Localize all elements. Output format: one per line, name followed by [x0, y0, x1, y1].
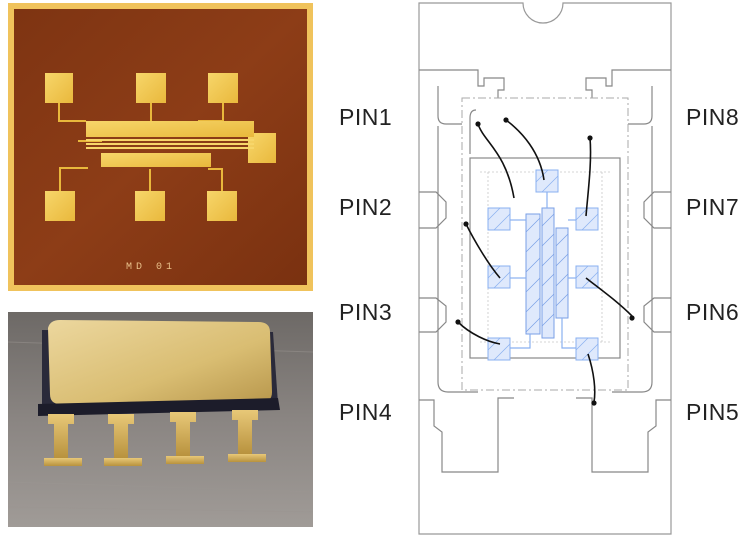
bond-pads: [487, 169, 599, 361]
bond-wires: [457, 119, 633, 403]
cavity-outline: [461, 97, 629, 391]
pin7-label: PIN7: [686, 194, 740, 220]
pad-hatching: [487, 169, 599, 361]
bond-wire-ends: [455, 117, 635, 406]
die-pad: [135, 191, 165, 221]
package-wiring-diagram: [418, 2, 672, 535]
pin3-label: PIN3: [339, 299, 393, 325]
die-pad: [136, 73, 166, 103]
pin6-label: PIN6: [686, 299, 740, 325]
leadframe-right: [576, 69, 671, 473]
pin8-label: PIN8: [686, 104, 740, 130]
leadframe-left: [419, 69, 514, 473]
package-lid: [48, 320, 272, 404]
die-pad: [45, 191, 75, 221]
package-leads: [44, 410, 266, 466]
pin2-label: PIN2: [339, 194, 393, 220]
package-base: [38, 398, 280, 416]
die-marking: MD 01: [126, 262, 177, 273]
die-pad: [45, 73, 73, 103]
pin4-label: PIN4: [339, 399, 393, 425]
die-pad: [208, 73, 238, 103]
resonator-drawing: [525, 207, 569, 339]
resonator-hatching: [525, 213, 569, 333]
package-photo: [8, 312, 313, 527]
pin1-label: PIN1: [339, 104, 393, 130]
pin5-label: PIN5: [686, 399, 740, 425]
die-traces-blue: [510, 192, 576, 349]
resonator-electrode: [101, 153, 211, 167]
resonator-electrode: [86, 121, 254, 137]
die-pad: [207, 191, 237, 221]
die-micrograph: [8, 3, 313, 291]
